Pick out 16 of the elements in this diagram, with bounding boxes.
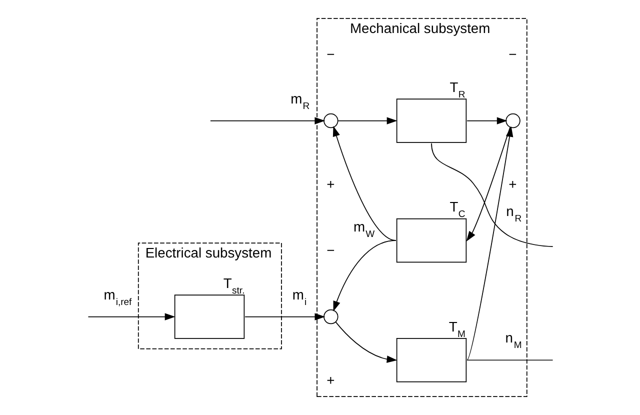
edge-label: n$_{R}$: [506, 203, 522, 224]
node-label: T$_{C}$: [449, 198, 465, 220]
edge-label: m$_{i,ref}$: [103, 286, 132, 308]
edge-label: m$_{W}$: [352, 218, 374, 240]
label: −: [326, 46, 334, 62]
label: +: [326, 372, 334, 388]
edge-label: n$_{M}$: [504, 330, 522, 352]
label: +: [326, 176, 334, 192]
label: −: [326, 242, 334, 258]
label: +: [508, 176, 516, 192]
node-label: T$_{str.}$: [222, 274, 244, 296]
node-label: T$_{M}$: [448, 318, 465, 340]
node-label: T$_{R}$: [449, 78, 465, 100]
edge-label: m$_{R}$: [290, 90, 310, 112]
label: −: [508, 46, 516, 62]
edge-label: m$_{i}$: [292, 286, 306, 308]
